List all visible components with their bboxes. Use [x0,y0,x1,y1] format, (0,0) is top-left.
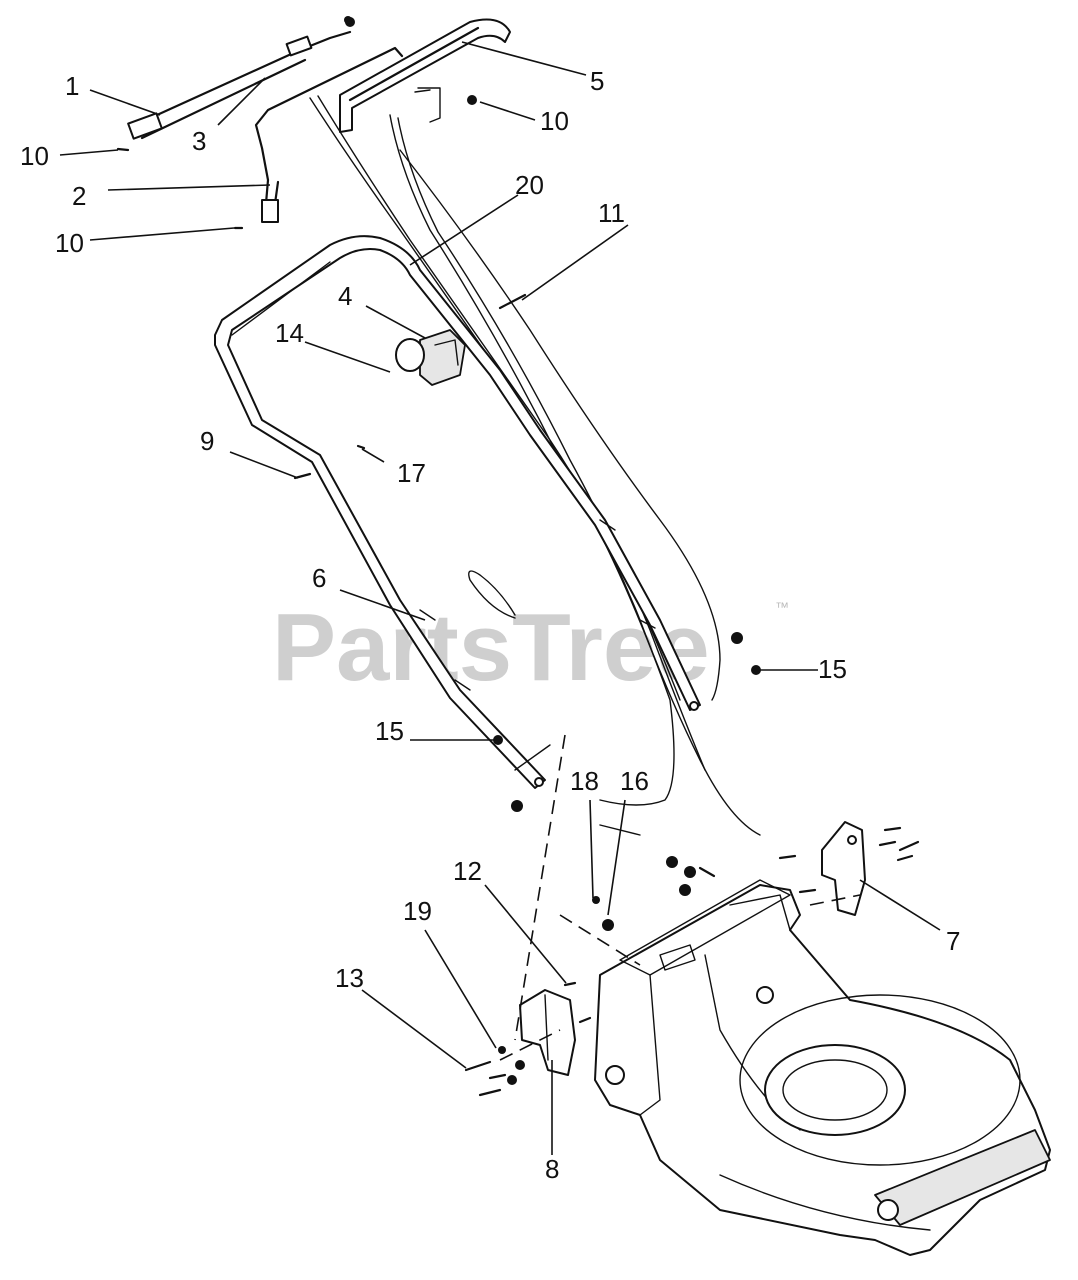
callout-14: 14 [275,318,304,348]
left-handle-bracket [519,989,576,1076]
callout-3: 3 [192,126,206,156]
callout-20: 20 [515,170,544,200]
callout-16: 16 [620,766,649,796]
assembly-line [559,914,641,966]
leader-lines [59,41,941,1155]
callout-10-b: 10 [55,228,84,258]
callout-15-b: 15 [818,654,847,684]
assembly-line [514,734,566,1041]
callout-5: 5 [590,66,604,96]
assembly-line [514,744,551,771]
callout-13: 13 [335,963,364,993]
callout-18: 18 [570,766,599,796]
callout-7: 7 [946,926,960,956]
callout-6: 6 [312,563,326,593]
callout-8: 8 [545,1154,559,1184]
cable-clip [498,293,527,310]
callout-10-c: 10 [540,106,569,136]
control-bar [127,17,355,140]
switch-box [395,329,466,386]
callout-10-a: 10 [20,141,49,171]
watermark-trademark: ™ [775,599,789,615]
callout-15-a: 15 [375,716,404,746]
callout-2: 2 [72,181,86,211]
hardware [116,16,920,1097]
mower-deck [594,879,1051,1256]
wire-loop [468,570,516,619]
upper-handle [339,18,511,133]
assembly-line [809,894,861,906]
bail-lever [254,46,404,223]
callout-1: 1 [65,71,79,101]
callout-9: 9 [200,426,214,456]
callout-numbers: 1 2 3 4 5 6 7 8 9 10 10 10 11 12 13 14 1… [20,66,960,1184]
callout-4: 4 [338,281,352,311]
callout-17: 17 [397,458,426,488]
callout-19: 19 [403,896,432,926]
assembly-line [499,1029,561,1061]
lower-handle [214,235,701,789]
right-handle-bracket [821,821,866,916]
callout-11: 11 [598,198,625,228]
callout-12: 12 [453,856,482,886]
